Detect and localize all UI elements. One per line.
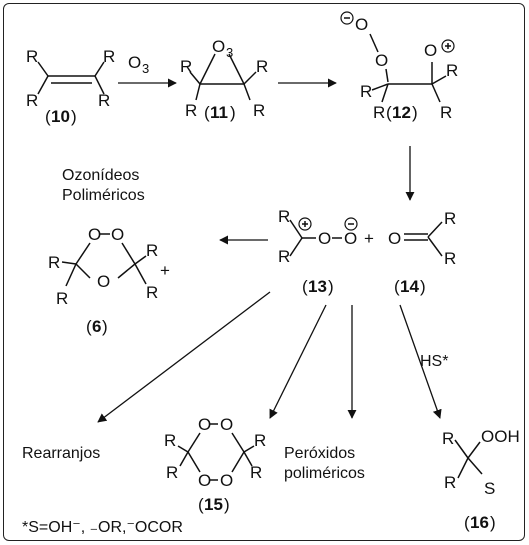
atom-o: O <box>198 415 211 434</box>
atom-o: O <box>220 471 233 490</box>
atom-o: O <box>355 15 368 34</box>
compound-12-zwitterion: O O O R R R R ( 12 ) <box>340 11 458 122</box>
paren-open: ( <box>45 107 51 126</box>
atom-r: R <box>166 463 178 482</box>
label-polimericos: Poliméricos <box>62 187 145 204</box>
atom-r: R <box>440 103 452 122</box>
atom-r: R <box>444 249 456 268</box>
compound-number-14: 14 <box>400 277 419 296</box>
atom-r: R <box>254 431 266 450</box>
reagent-ozone-subscript: 3 <box>142 61 149 76</box>
atom-r: R <box>146 283 158 302</box>
arrow-14-to-16 <box>399 304 442 419</box>
footnote: *S=OH⁻, ₋OR,⁻OCOR <box>22 519 183 536</box>
atom-r: R <box>26 91 38 110</box>
paren-open: ( <box>394 277 400 296</box>
paren-close: ) <box>490 513 496 532</box>
reagent-ozone: O <box>128 53 141 72</box>
compound-6-ozonide: O O O R R R R + ( 6 ) <box>48 225 170 336</box>
atom-r: R <box>253 101 265 120</box>
paren-close: ) <box>102 317 108 336</box>
arrow-13-to-15 <box>269 304 327 419</box>
atom-o: O <box>388 229 401 248</box>
ozone-ring-subscript: 3 <box>226 45 233 60</box>
scheme-frame <box>3 3 525 541</box>
atom-r: R <box>442 429 454 448</box>
compound-number-10: 10 <box>51 107 70 126</box>
atom-r: R <box>360 82 372 101</box>
atom-o: O <box>212 37 225 56</box>
paren-open: ( <box>464 513 470 532</box>
atom-r: R <box>103 47 115 66</box>
plus-sign: + <box>364 229 374 248</box>
atom-r: R <box>180 57 192 76</box>
atom-r: R <box>185 101 197 120</box>
arrow-13-to-rearranjos <box>97 291 271 423</box>
compound-number-15: 15 <box>204 495 223 514</box>
paren-close: ) <box>328 277 334 296</box>
atom-r: R <box>373 103 385 122</box>
atom-r: R <box>250 463 262 482</box>
atom-r: R <box>26 47 38 66</box>
atom-o: O <box>344 229 357 248</box>
compound-10-alkene: R R R R ( 10 ) <box>26 47 115 126</box>
atom-r: R <box>48 253 60 272</box>
atom-r: R <box>256 57 268 76</box>
paren-open: ( <box>386 103 392 122</box>
compound-14-carbonyl: O R R ( 14 ) <box>388 209 456 296</box>
label-peroxidos: Peróxidos <box>284 445 355 462</box>
paren-close: ) <box>412 103 418 122</box>
paren-open: ( <box>198 495 204 514</box>
hydroperoxy-group: OOH <box>481 427 520 446</box>
atom-o: O <box>97 272 110 291</box>
compound-11-molozonide: O 3 R R R R ( 11 ) <box>180 37 268 122</box>
paren-open: ( <box>86 317 92 336</box>
label-polimericos-2: poliméricos <box>284 465 365 482</box>
atom-r: R <box>278 247 290 266</box>
atom-o: O <box>111 225 124 244</box>
compound-number-16: 16 <box>470 513 489 532</box>
paren-close: ) <box>224 495 230 514</box>
atom-o: O <box>424 41 437 60</box>
atom-r: R <box>444 473 456 492</box>
atom-r: R <box>164 431 176 450</box>
plus-sign: + <box>160 261 170 280</box>
atom-r: R <box>444 209 456 228</box>
atom-s: S <box>484 479 495 498</box>
compound-15-tetroxane: O O O O R R R R ( 15 ) <box>164 415 266 514</box>
atom-o: O <box>220 415 233 434</box>
atom-r: R <box>56 289 68 308</box>
paren-close: ) <box>71 107 77 126</box>
compound-number-11: 11 <box>210 103 228 122</box>
atom-o: O <box>88 225 101 244</box>
compound-number-6: 6 <box>92 317 101 336</box>
atom-r: R <box>278 207 290 226</box>
paren-close: ) <box>420 277 426 296</box>
paren-close: ) <box>230 103 236 122</box>
atom-r: R <box>146 241 158 260</box>
paren-open: ( <box>302 277 308 296</box>
atom-o: O <box>198 471 211 490</box>
label-rearranjos: Rearranjos <box>22 445 100 462</box>
compound-number-12: 12 <box>392 103 411 122</box>
reagent-hs: HS* <box>420 353 448 370</box>
compound-number-13: 13 <box>308 277 327 296</box>
paren-open: ( <box>204 103 210 122</box>
atom-o: O <box>375 51 388 70</box>
atom-r: R <box>446 61 458 80</box>
label-ozonideos: Ozonídeos <box>62 167 139 184</box>
compound-13-carbonyl-oxide: R R O O + ( 13 ) <box>278 207 374 296</box>
compound-16-hydroperoxide: R R OOH S ( 16 ) <box>442 427 520 532</box>
atom-o: O <box>318 229 331 248</box>
atom-r: R <box>98 91 110 110</box>
